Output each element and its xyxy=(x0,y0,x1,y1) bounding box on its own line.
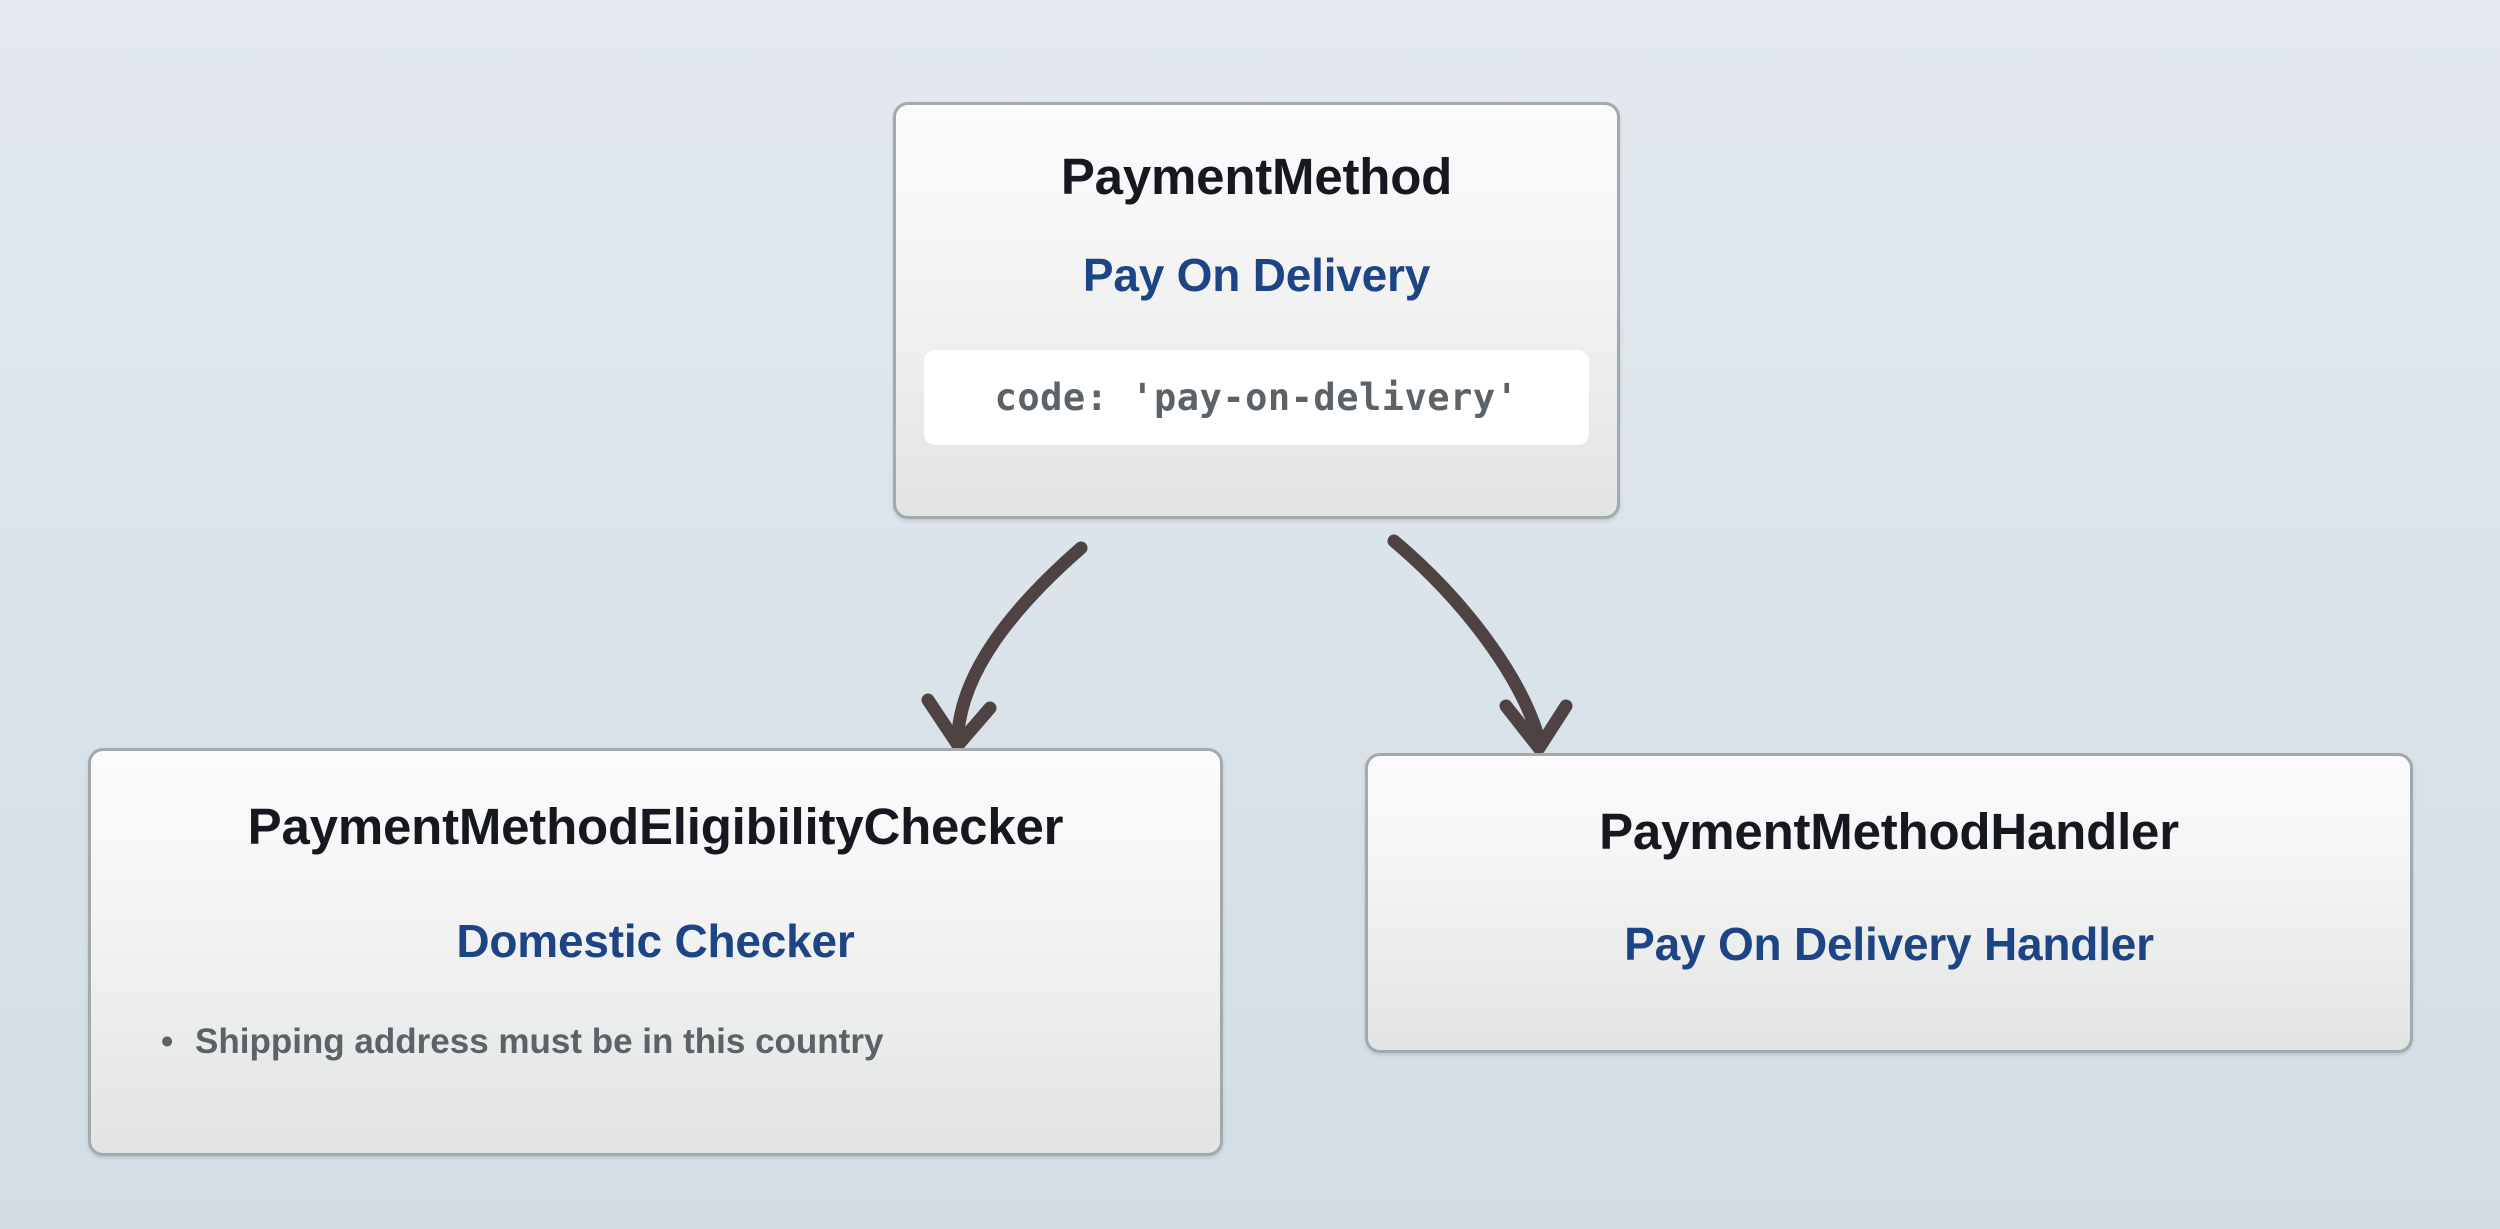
node-payment-method[interactable]: PaymentMethod Pay On Delivery code: 'pay… xyxy=(893,102,1620,519)
constraint-text: Shipping address must be in this country xyxy=(195,1022,884,1061)
node-eligibility-checker[interactable]: PaymentMethodEligibilityChecker Domestic… xyxy=(88,748,1223,1156)
node-eligibility-checker-type-label: PaymentMethodEligibilityChecker xyxy=(247,798,1064,855)
node-eligibility-checker-constraint-list: • Shipping address must be in this count… xyxy=(123,1022,1188,1062)
bullet-icon: • xyxy=(161,1022,174,1061)
node-payment-handler-title: Pay On Delivery Handler xyxy=(1624,918,2154,970)
arrowhead-to-eligibility-checker xyxy=(921,693,997,752)
node-payment-method-type-label: PaymentMethod xyxy=(1060,148,1453,205)
arrowhead-to-payment-handler xyxy=(1499,699,1573,755)
node-eligibility-checker-title: Domestic Checker xyxy=(456,915,855,967)
node-payment-method-title: Pay On Delivery xyxy=(1082,249,1431,301)
arrow-to-payment-handler xyxy=(1387,534,1545,743)
node-payment-handler-type-label: PaymentMethodHandler xyxy=(1599,803,2179,860)
node-payment-method-code-box: code: 'pay-on-delivery' xyxy=(924,350,1589,445)
constraint-list-item: • Shipping address must be in this count… xyxy=(161,1022,1188,1062)
arrow-to-eligibility-checker xyxy=(951,541,1088,740)
node-payment-handler[interactable]: PaymentMethodHandler Pay On Delivery Han… xyxy=(1365,753,2413,1053)
